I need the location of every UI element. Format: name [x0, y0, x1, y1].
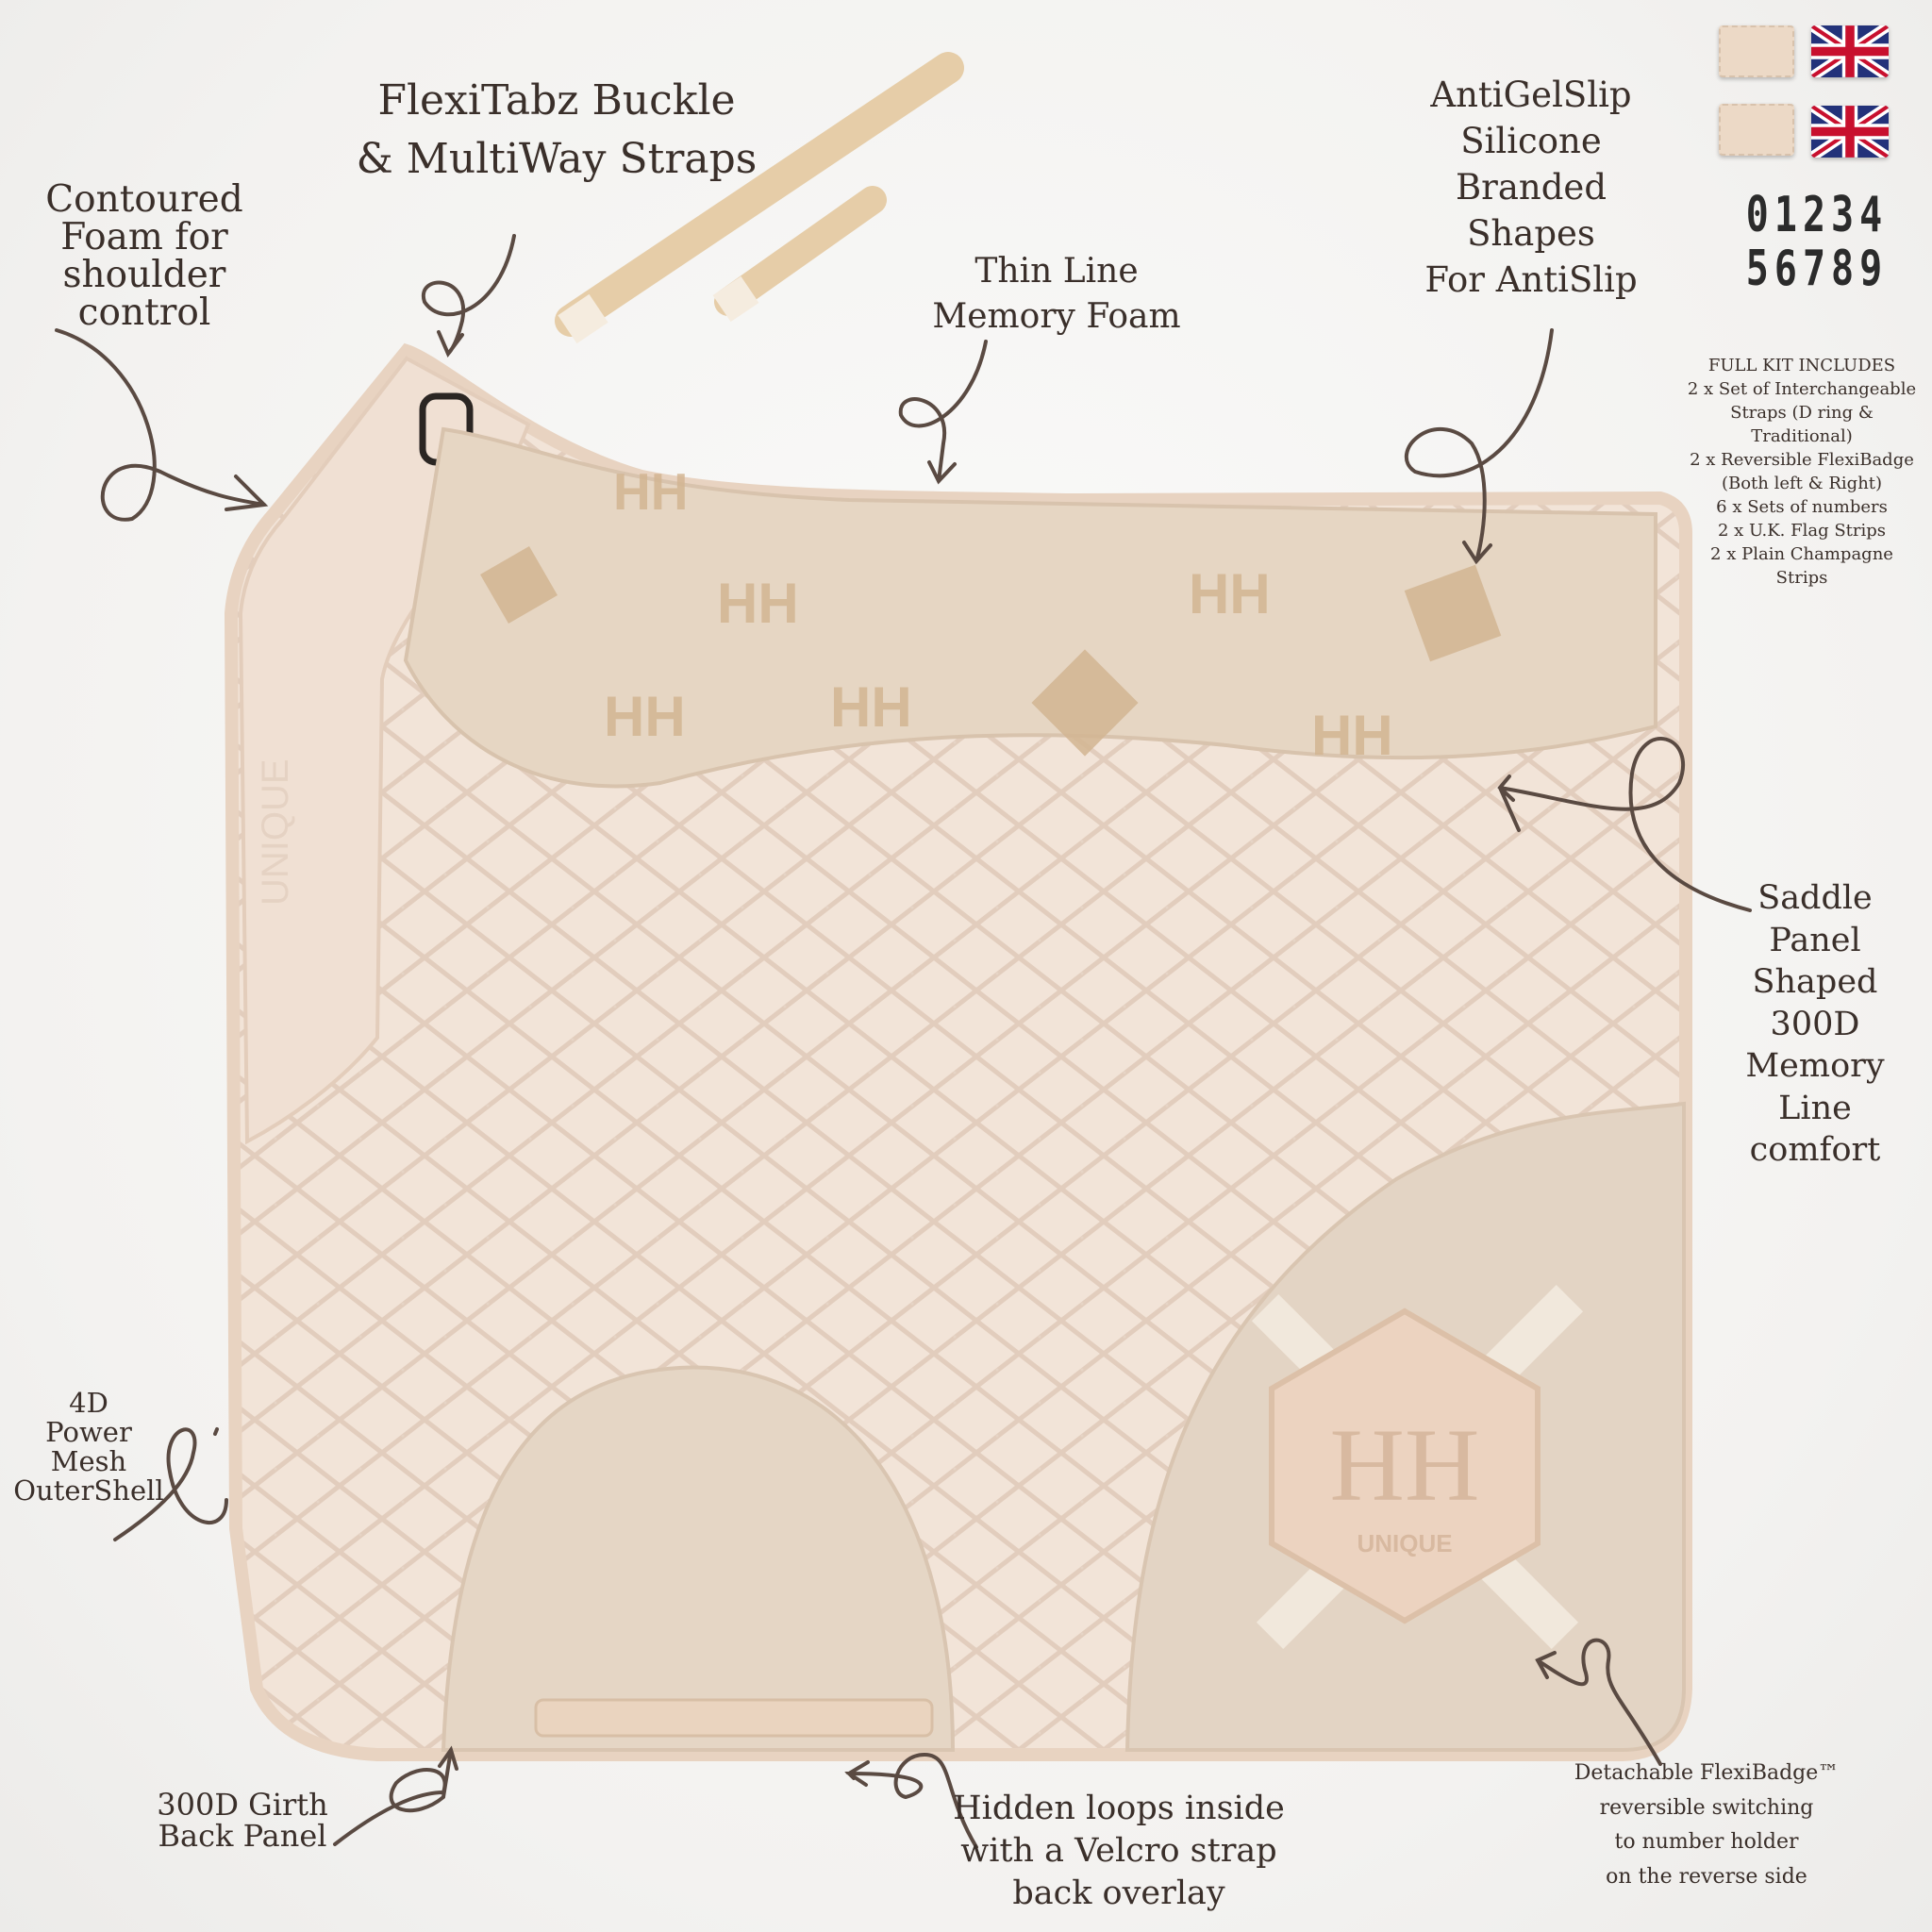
label-line: with a Velcro strap — [960, 1832, 1277, 1870]
svg-text:HH: HH — [830, 675, 912, 739]
label-line: 300D Girth — [157, 1787, 328, 1823]
label-line: on the reverse side — [1606, 1864, 1807, 1889]
shoulder-brand-text: UNIQUE — [255, 758, 296, 906]
short-strap — [712, 186, 887, 323]
label-line: reversible switching — [1599, 1795, 1814, 1820]
label-line: Memory Foam — [932, 297, 1181, 336]
kit-item: Straps (D ring & — [1730, 403, 1874, 423]
champagne-strip — [1719, 25, 1794, 77]
label-line: Panel — [1769, 921, 1861, 959]
kit-item: 2 x Reversible FlexiBadge — [1690, 450, 1914, 470]
velcro-strap — [534, 1698, 934, 1738]
label-line: Contoured — [45, 178, 243, 221]
kit-item: Traditional) — [1751, 426, 1853, 446]
svg-text:HH: HH — [1189, 562, 1271, 625]
label-line: 300D — [1770, 1005, 1860, 1043]
label-line: Mesh — [50, 1445, 127, 1477]
label-antigelslip: AntiGelSlip Silicone Branded Shapes For … — [1424, 72, 1637, 303]
label-line: Shaped — [1752, 963, 1878, 1001]
label-line: 4D — [69, 1387, 108, 1419]
svg-text:HH: HH — [604, 685, 686, 748]
callout-arrows — [55, 234, 1752, 1849]
label-line: OuterShell — [13, 1474, 164, 1507]
kit-item: Strips — [1775, 568, 1828, 588]
label-flexitabz: FlexiTabz Buckle & MultiWay Straps — [357, 72, 758, 189]
kit-item: (Both left & Right) — [1721, 474, 1883, 493]
kit-item: 2 x Plain Champagne — [1710, 544, 1893, 564]
label-line: Branded — [1455, 167, 1607, 208]
label-hidden-loops: Hidden loops inside with a Velcro strap … — [953, 1788, 1285, 1915]
uk-flag-strip — [1811, 106, 1889, 158]
label-line: Memory — [1745, 1047, 1885, 1085]
label-contoured-foam: Contoured Foam for shoulder control — [45, 181, 242, 332]
label-line: back overlay — [1012, 1874, 1225, 1912]
svg-text:HH: HH — [613, 462, 688, 521]
label-line: & MultiWay Straps — [356, 135, 758, 183]
label-line: Silicone — [1460, 121, 1602, 161]
label-line: to number holder — [1614, 1830, 1799, 1854]
label-power-mesh: 4D Power Mesh OuterShell — [13, 1389, 163, 1506]
champagne-strip — [1719, 104, 1794, 156]
number-set-row-1: 01234 — [1745, 187, 1889, 243]
label-line: FlexiTabz Buckle — [377, 76, 736, 125]
label-line: Foam for — [60, 216, 228, 258]
badge-monogram: HH — [1330, 1407, 1480, 1523]
label-line: For AntiSlip — [1424, 259, 1638, 300]
label-flexibadge: Detachable FlexiBadge™ reversible switch… — [1574, 1757, 1840, 1894]
badge-brand: UNIQUE — [1357, 1529, 1452, 1557]
label-thin-line: Thin Line Memory Foam — [932, 249, 1180, 340]
antislip-shapes: HH HH HH HH HH HH — [480, 462, 1502, 767]
flexibadge: HH UNIQUE — [1251, 1284, 1584, 1650]
kit-item: 6 x Sets of numbers — [1716, 497, 1888, 517]
label-girth-panel: 300D Girth Back Panel — [157, 1790, 327, 1852]
uk-flag-strip — [1811, 25, 1889, 77]
girth-back-panel — [441, 1365, 956, 1752]
label-line: Line — [1778, 1089, 1852, 1127]
kit-item: 2 x U.K. Flag Strips — [1717, 521, 1887, 541]
svg-text:HH: HH — [717, 572, 799, 635]
label-saddle-panel: Saddle Panel Shaped 300D Memory Line com… — [1745, 877, 1884, 1172]
label-line: Shapes — [1467, 213, 1595, 254]
label-line: Saddle — [1757, 879, 1873, 917]
label-line: shoulder — [62, 254, 226, 296]
full-kit-list: FULL KIT INCLUDES 2 x Set of Interchange… — [1688, 354, 1916, 590]
label-line: Detachable FlexiBadge™ — [1574, 1761, 1840, 1785]
kit-title: FULL KIT INCLUDES — [1707, 356, 1896, 375]
label-line: Back Panel — [158, 1818, 327, 1854]
svg-text:HH: HH — [1311, 704, 1393, 767]
label-line: comfort — [1749, 1131, 1881, 1169]
kit-item: 2 x Set of Interchangeable — [1687, 379, 1917, 399]
label-line: Power — [45, 1416, 132, 1448]
label-line: Thin Line — [974, 252, 1139, 291]
label-line: Hidden loops inside — [953, 1790, 1285, 1827]
number-set-row-2: 56789 — [1745, 241, 1889, 297]
long-strap — [555, 52, 964, 344]
label-line: AntiGelSlip — [1430, 75, 1632, 115]
label-line: control — [77, 291, 211, 334]
gel-top-band — [403, 426, 1657, 789]
